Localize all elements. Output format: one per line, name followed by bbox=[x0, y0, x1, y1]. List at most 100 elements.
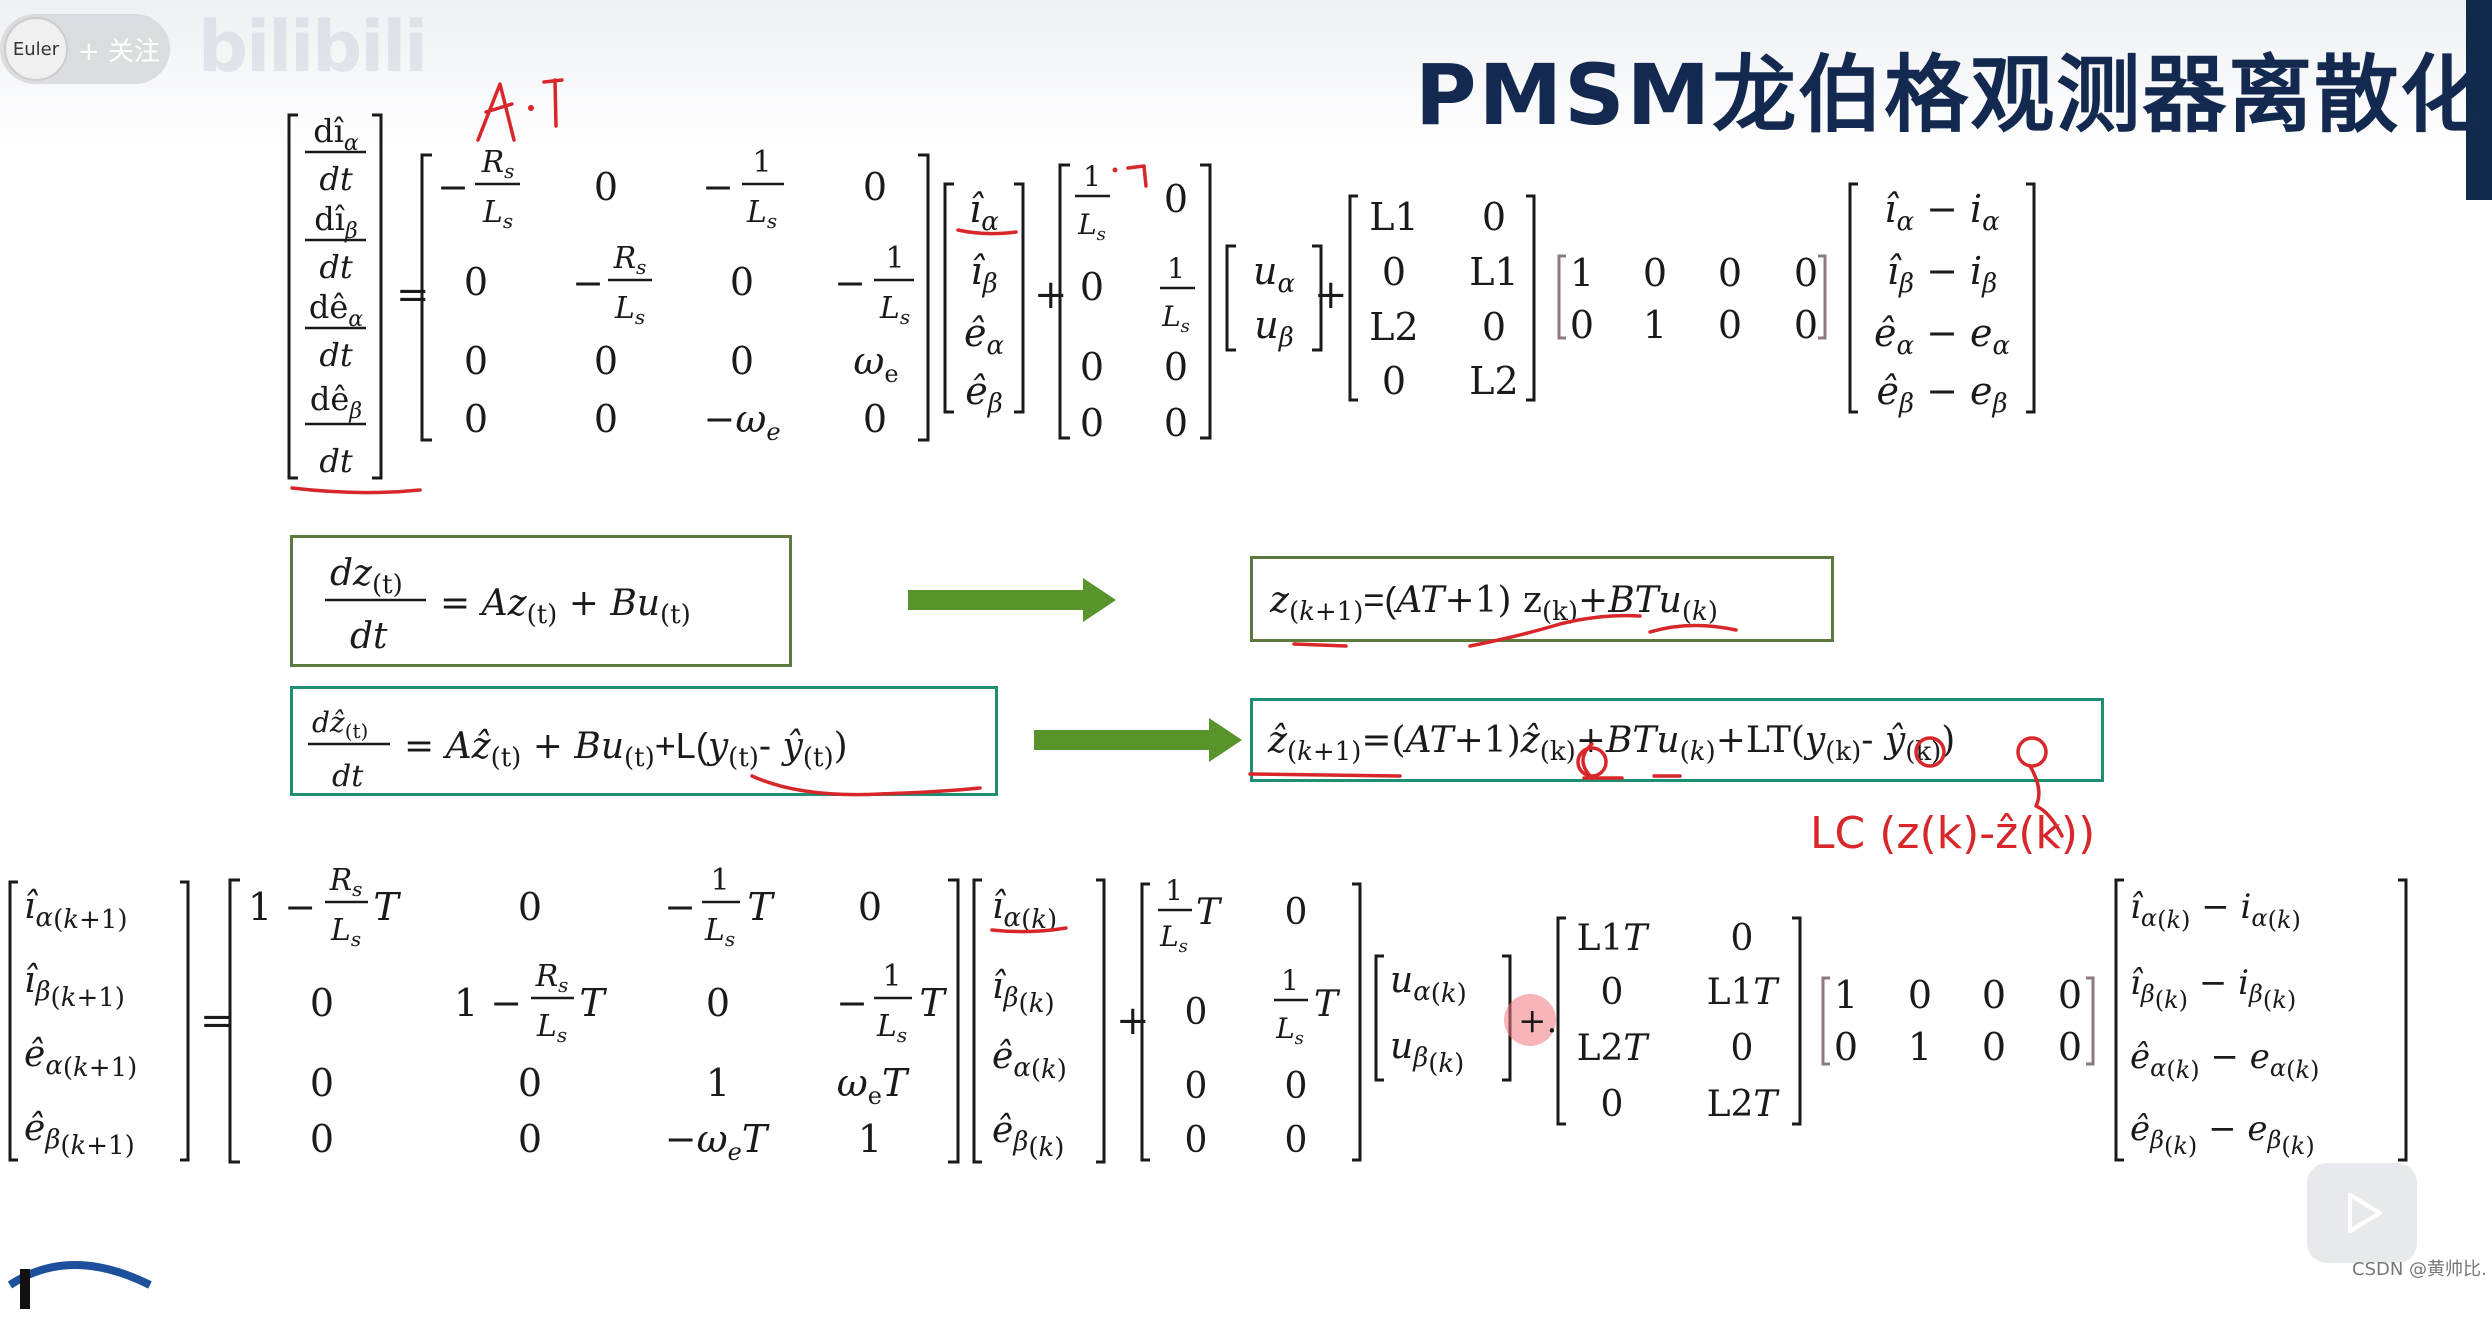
svg-text:0: 0 bbox=[310, 981, 334, 1025]
svg-text:îβ(k): îβ(k) bbox=[992, 966, 1055, 1019]
svg-text:êβ(k) − eβ(k): êβ(k) − eβ(k) bbox=[2130, 1109, 2315, 1160]
svg-text:−: − bbox=[664, 885, 696, 929]
svg-text:Ls: Ls bbox=[536, 1009, 567, 1047]
discrete-observer-equation: ẑ(k+1)=(AT+1)ẑ(k)+BTu(k)+LT(y(k)- ŷ(k)) bbox=[1267, 720, 1955, 767]
svg-text:dt: dt bbox=[319, 336, 352, 374]
play-button[interactable] bbox=[2307, 1163, 2417, 1263]
svg-text:0: 0 bbox=[1718, 303, 1742, 347]
svg-text:L1T: L1T bbox=[1577, 918, 1651, 959]
svg-text:Rs: Rs bbox=[535, 959, 569, 997]
svg-text:0: 0 bbox=[518, 1061, 542, 1105]
svg-text:Ls: Ls bbox=[1275, 1012, 1304, 1049]
svg-text:êβ(k): êβ(k) bbox=[992, 1110, 1064, 1163]
svg-text:dt: dt bbox=[350, 616, 388, 657]
svg-text:0: 0 bbox=[1718, 251, 1742, 295]
continuous-matrix-equation: dîα dt dîβ dt dêα dt dêβ dt = − Rs Ls 0 … bbox=[287, 112, 2036, 480]
equation-canvas: .t { font-family:"DejaVu Serif","Liberat… bbox=[8, 78, 2408, 1166]
svg-text:−: − bbox=[834, 261, 866, 305]
discrete-state-box bbox=[1250, 556, 1834, 642]
svg-text:−: − bbox=[437, 165, 469, 209]
svg-text:0: 0 bbox=[464, 397, 488, 441]
svg-text:1: 1 bbox=[858, 1117, 882, 1161]
svg-text:1 −: 1 − bbox=[454, 981, 522, 1025]
svg-text:= Aẑ(t) + Bu(t)+L(y(t)- ŷ(t)): = Aẑ(t) + Bu(t)+L(y(t)- ŷ(t)) bbox=[404, 725, 848, 773]
avatar[interactable]: Euler bbox=[4, 17, 68, 81]
svg-text:0: 0 bbox=[1382, 250, 1406, 294]
svg-text:0: 0 bbox=[1164, 177, 1188, 221]
svg-text:0: 0 bbox=[518, 885, 542, 929]
svg-text:îα(k): îα(k) bbox=[992, 886, 1057, 935]
uploader-badge[interactable]: Euler + 关注 bbox=[0, 14, 170, 84]
svg-text:0: 0 bbox=[1285, 1066, 1308, 1107]
svg-text:=: = bbox=[396, 272, 430, 318]
svg-text:0: 0 bbox=[730, 339, 754, 383]
svg-text:+.: +. bbox=[1518, 1001, 1557, 1041]
svg-text:0: 0 bbox=[1080, 265, 1104, 309]
svg-text:0: 0 bbox=[594, 397, 618, 441]
svg-text:dt: dt bbox=[332, 759, 364, 794]
svg-text:−ωeT: −ωeT bbox=[665, 1117, 770, 1166]
svg-text:Ls: Ls bbox=[746, 195, 777, 233]
svg-text:0: 0 bbox=[1601, 972, 1624, 1013]
follow-button[interactable]: + 关注 bbox=[78, 36, 161, 67]
svg-text:0: 0 bbox=[1982, 973, 2006, 1017]
svg-text:0: 0 bbox=[1164, 401, 1188, 445]
svg-text:T: T bbox=[579, 981, 607, 1025]
svg-text:Ls: Ls bbox=[1159, 920, 1188, 957]
continuous-observer-box bbox=[290, 686, 998, 796]
svg-text:îα: îα bbox=[969, 187, 999, 237]
discrete-observer-box bbox=[1250, 698, 2104, 782]
svg-text:0: 0 bbox=[863, 397, 887, 441]
svg-text:Ls: Ls bbox=[482, 195, 513, 233]
continuous-state-equation: dz(t) dt = Az(t) + Bu(t) bbox=[325, 553, 691, 657]
watermark: bilibili bbox=[198, 6, 428, 88]
svg-text:= Az(t) + Bu(t): = Az(t) + Bu(t) bbox=[440, 583, 691, 630]
svg-text:L2T: L2T bbox=[1707, 1084, 1781, 1125]
svg-text:0: 0 bbox=[2058, 1025, 2082, 1069]
cursor-highlight bbox=[1504, 994, 1556, 1046]
svg-text:ωe: ωe bbox=[853, 339, 898, 388]
svg-text:−: − bbox=[572, 261, 604, 305]
svg-text:0: 0 bbox=[1185, 992, 1208, 1033]
svg-text:1 −: 1 − bbox=[248, 885, 316, 929]
accent-bar bbox=[2466, 0, 2492, 200]
svg-text:1: 1 bbox=[1083, 160, 1101, 193]
continuous-state-box bbox=[290, 535, 792, 667]
svg-text:1: 1 bbox=[1281, 964, 1299, 997]
svg-text:L1: L1 bbox=[1469, 250, 1518, 294]
svg-text:0: 0 bbox=[1164, 345, 1188, 389]
svg-text:0: 0 bbox=[1080, 401, 1104, 445]
svg-text:êβ(k+1): êβ(k+1) bbox=[24, 1108, 135, 1161]
svg-text:0: 0 bbox=[858, 885, 882, 929]
svg-text:Ls: Ls bbox=[876, 1009, 907, 1047]
svg-text:0: 0 bbox=[730, 260, 754, 304]
svg-text:1: 1 bbox=[1908, 1025, 1932, 1069]
svg-text:1: 1 bbox=[1167, 252, 1185, 285]
svg-text:0: 0 bbox=[310, 1117, 334, 1161]
svg-text:0: 0 bbox=[1982, 1025, 2006, 1069]
svg-text:1: 1 bbox=[1165, 874, 1183, 907]
svg-text:0: 0 bbox=[1601, 1084, 1624, 1125]
svg-text:îβ: îβ bbox=[970, 249, 997, 299]
svg-text:1: 1 bbox=[1570, 251, 1594, 295]
svg-text:Ls: Ls bbox=[330, 913, 361, 951]
svg-text:T: T bbox=[1314, 984, 1341, 1025]
slide-header-band bbox=[0, 0, 2492, 150]
svg-text:−ωe: −ωe bbox=[703, 397, 780, 446]
svg-text:uα: uα bbox=[1253, 249, 1295, 299]
svg-text:0: 0 bbox=[464, 339, 488, 383]
svg-text:1: 1 bbox=[882, 959, 901, 994]
svg-text:îα − iα: îα − iα bbox=[1884, 187, 2000, 237]
svg-text:Rs: Rs bbox=[329, 863, 363, 901]
svg-text:êα(k+1): êα(k+1) bbox=[24, 1034, 137, 1083]
svg-text:0: 0 bbox=[1834, 1025, 1858, 1069]
svg-text:Ls: Ls bbox=[1077, 208, 1106, 245]
svg-text:0: 0 bbox=[1382, 359, 1406, 403]
continuous-observer-equation: dẑ(t) dt = Aẑ(t) + Bu(t)+L(y(t)- ŷ(t)) bbox=[308, 706, 848, 794]
svg-text:L1T: L1T bbox=[1707, 972, 1781, 1013]
svg-text:dz(t): dz(t) bbox=[330, 553, 403, 600]
svg-text:ωeT: ωeT bbox=[837, 1061, 910, 1110]
arrow-right-icon bbox=[1034, 718, 1242, 762]
svg-text:0: 0 bbox=[1185, 1066, 1208, 1107]
svg-text:îβ − iβ: îβ − iβ bbox=[1887, 249, 1997, 299]
